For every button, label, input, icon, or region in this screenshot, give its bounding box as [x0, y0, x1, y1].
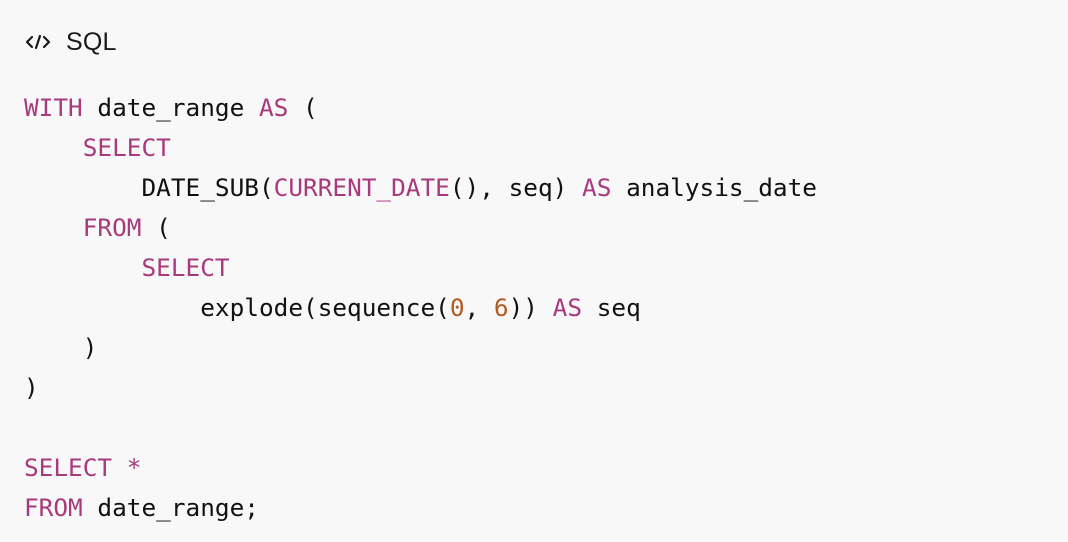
code-text: [24, 133, 83, 162]
code-keyword: *: [126, 453, 142, 482]
code-keyword: AS: [582, 173, 612, 202]
code-text: (), seq): [449, 173, 583, 202]
code-keyword: SELECT: [141, 253, 230, 282]
code-line: SELECT: [24, 248, 817, 288]
code-text: seq: [582, 293, 641, 322]
code-text: ): [24, 333, 98, 362]
code-text: analysis_date: [611, 173, 817, 202]
code-text: [112, 453, 127, 482]
code-line: WITH date_range AS (: [24, 88, 817, 128]
code-text: [24, 213, 83, 242]
code-keyword: SELECT: [24, 453, 113, 482]
code-line: SELECT: [24, 128, 817, 168]
code-keyword: WITH: [24, 93, 83, 122]
code-keyword: AS: [258, 93, 289, 122]
language-label: SQL: [66, 27, 117, 56]
code-block-header: SQL: [24, 24, 117, 60]
code-text: )): [508, 293, 553, 322]
code-text: date_range;: [82, 493, 259, 522]
code-keyword: FROM: [24, 493, 83, 522]
code-text: explode(sequence(: [24, 293, 450, 322]
code-text: ,: [464, 293, 494, 322]
code-keyword: AS: [552, 293, 583, 322]
code-line: FROM (: [24, 208, 817, 248]
code-line: ): [24, 328, 817, 368]
code-line: explode(sequence(0, 6)) AS seq: [24, 288, 817, 328]
code-text: DATE_SUB(: [24, 173, 274, 202]
code-keyword: FROM: [82, 213, 142, 242]
code-icon: [24, 30, 52, 54]
code-line: FROM date_range;: [24, 488, 817, 528]
code-line: [24, 408, 817, 448]
code-number: 6: [493, 293, 509, 322]
code-number: 0: [449, 293, 465, 322]
code-text: [24, 253, 141, 282]
code-keyword: CURRENT_DATE: [273, 173, 450, 202]
code-keyword: SELECT: [82, 133, 171, 162]
code-text: (: [141, 213, 171, 242]
code-content[interactable]: WITH date_range AS ( SELECT DATE_SUB(CUR…: [24, 88, 817, 528]
code-line: DATE_SUB(CURRENT_DATE(), seq) AS analysi…: [24, 168, 817, 208]
code-text: ): [24, 373, 39, 402]
code-text: (: [288, 93, 318, 122]
code-text: date_range: [82, 93, 259, 122]
code-line: SELECT *: [24, 448, 817, 488]
code-line: ): [24, 368, 817, 408]
